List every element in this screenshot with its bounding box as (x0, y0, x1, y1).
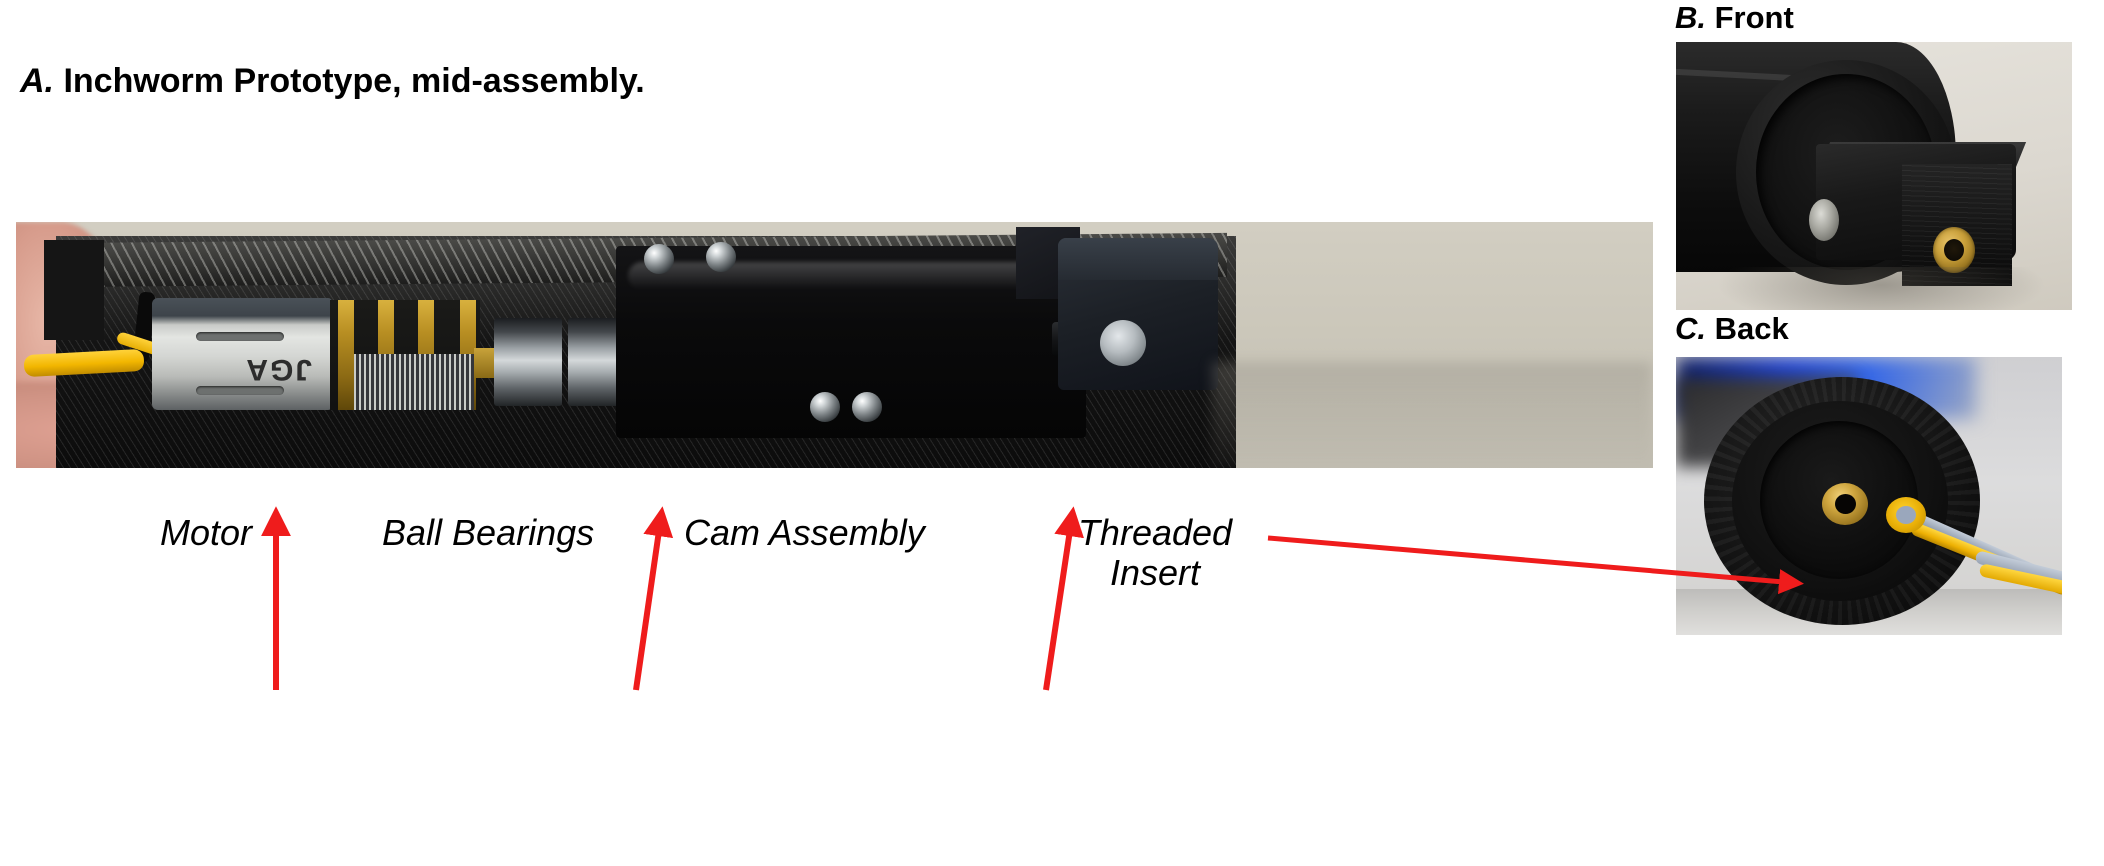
gear-teeth-1 (354, 354, 394, 410)
photo-back-view (1676, 357, 2062, 635)
motor-marking: JGA (244, 353, 312, 386)
arrow-ball-bearings (633, 506, 674, 691)
motor-slot-upper (196, 332, 284, 341)
panel-b-caption: B. Front (1675, 2, 1794, 33)
end-block-bevel (1058, 238, 1218, 280)
annotation-label-ball-bearings: Ball Bearings (382, 512, 595, 553)
steel-ball-1 (644, 244, 674, 274)
panel-a-caption: A. Inchworm Prototype, mid-assembly. (20, 64, 645, 98)
threaded-insert (1933, 227, 1975, 273)
screw-head (1809, 199, 1839, 241)
gearbox-brass-ring-1 (338, 300, 354, 410)
ball-bearing-1 (494, 318, 562, 406)
table-shadow (1716, 267, 2046, 310)
steel-ball-4 (852, 392, 882, 422)
table-shadow (1212, 362, 1652, 468)
annotation-label-motor: Motor (160, 512, 253, 553)
panel-c-title: Back (1714, 311, 1789, 346)
screw-head (1100, 320, 1146, 366)
photo-inchworm-prototype: JGA (16, 222, 1653, 468)
panel-b-title: Front (1714, 0, 1794, 35)
photo-front-view (1676, 42, 2072, 310)
panel-b-letter: B. (1675, 0, 1706, 35)
panel-a-title: Inchworm Prototype, mid-assembly. (63, 62, 645, 100)
wire-grommet (1886, 497, 1926, 533)
panel-a-letter: A. (20, 62, 54, 100)
cam-assembly-housing (616, 246, 1086, 438)
motor-slot-lower (196, 386, 284, 395)
steel-ball-2 (706, 242, 736, 272)
gear-teeth-2 (394, 354, 434, 410)
cam-housing-highlight (628, 262, 1068, 290)
chassis-notch (44, 240, 104, 340)
threaded-insert (1822, 483, 1868, 525)
panel-c-letter: C. (1675, 311, 1706, 346)
annotation-label-cam-assembly: Cam Assembly (684, 512, 925, 553)
gear-teeth-3 (434, 354, 474, 410)
annotation-label-threaded-insert: Threaded Insert (1077, 512, 1233, 594)
steel-ball-3 (810, 392, 840, 422)
panel-c-caption: C. Back (1675, 313, 1789, 344)
